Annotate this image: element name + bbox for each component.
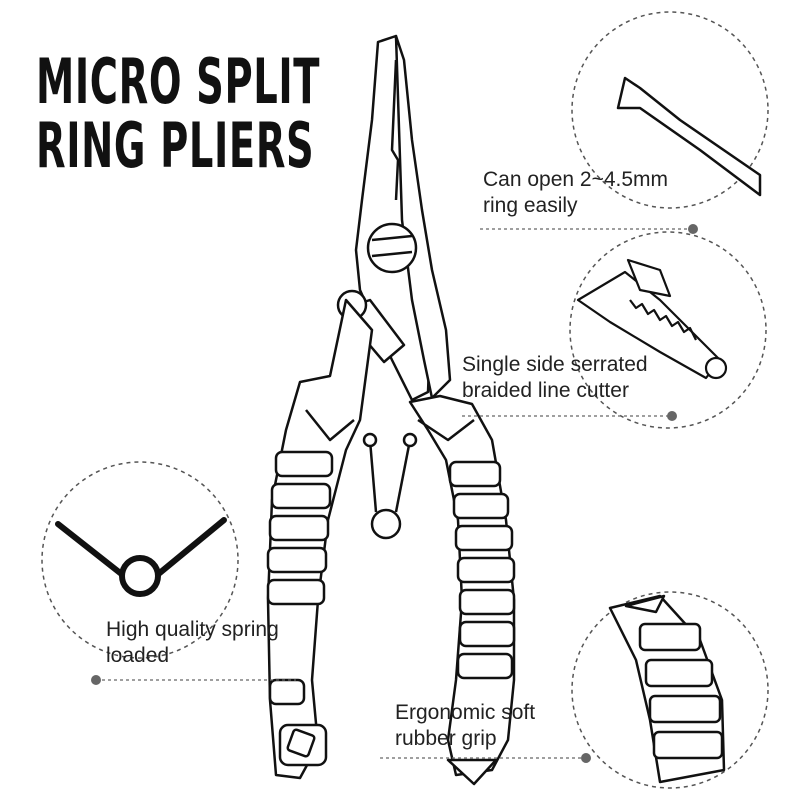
spring-detail bbox=[55, 517, 227, 597]
grip-detail bbox=[608, 594, 726, 784]
callout-spring: High quality spring loaded bbox=[106, 617, 279, 669]
callout-ring-capacity: Can open 2~4.5mm ring easily bbox=[483, 167, 668, 219]
left-grip-ridges bbox=[266, 450, 334, 706]
serrated-cutter-detail bbox=[576, 258, 728, 380]
callout-spring-line-2: loaded bbox=[106, 644, 170, 667]
callout-grip: Ergonomic soft rubber grip bbox=[395, 700, 535, 752]
spring bbox=[362, 432, 418, 540]
callout-ring-line-2: ring easily bbox=[483, 194, 578, 217]
callout-grip-line-2: rubber grip bbox=[395, 727, 497, 750]
callout-cutter-line-1: Single side serrated bbox=[462, 353, 648, 376]
detail-circle-spring bbox=[41, 461, 239, 659]
leader-dot-cutter bbox=[667, 411, 677, 421]
leader-dot-ring bbox=[688, 224, 698, 234]
left-handle-notch bbox=[305, 409, 355, 442]
leader-dot-grip bbox=[581, 753, 591, 763]
callout-line-cutter: Single side serrated braided line cutter bbox=[462, 352, 648, 404]
right-jaw bbox=[394, 34, 452, 400]
page-title: MICRO SPLIT RING PLIERS bbox=[36, 50, 320, 178]
detail-circle-ring bbox=[571, 11, 769, 209]
detail-circle-grip bbox=[571, 591, 769, 789]
callout-cutter-line-2: braided line cutter bbox=[462, 379, 629, 402]
title-line-1: MICRO SPLIT bbox=[36, 45, 321, 118]
right-grip-ridges bbox=[448, 460, 516, 680]
jaw-tip-detail bbox=[616, 76, 762, 197]
callout-spring-line-1: High quality spring bbox=[106, 618, 279, 641]
jaw-serration bbox=[390, 59, 400, 201]
leader-dot-spring bbox=[91, 675, 101, 685]
pivot-screw bbox=[366, 222, 418, 274]
right-handle-end bbox=[446, 758, 498, 786]
callout-grip-line-1: Ergonomic soft bbox=[395, 701, 536, 724]
callout-ring-line-1: Can open 2~4.5mm bbox=[483, 168, 669, 191]
screw-slot bbox=[371, 234, 413, 258]
title-line-2: RING PLIERS bbox=[36, 109, 315, 182]
pliers-illustration bbox=[266, 34, 516, 786]
handle-end-square bbox=[286, 728, 316, 758]
detail-circle-cutter bbox=[569, 231, 767, 429]
right-handle-notch bbox=[417, 418, 475, 442]
